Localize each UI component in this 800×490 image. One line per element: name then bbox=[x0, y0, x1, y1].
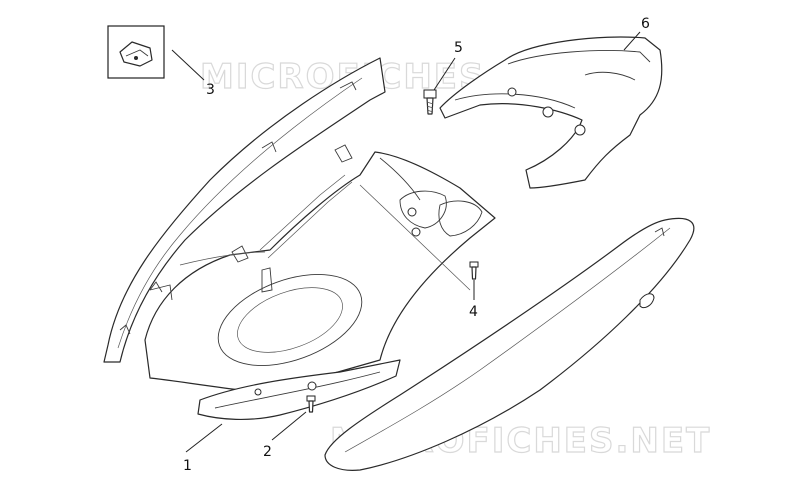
screw-part-2 bbox=[306, 395, 316, 413]
callout-6: 6 bbox=[641, 16, 650, 32]
right-side-panel bbox=[324, 217, 695, 471]
lower-fairing-part-1 bbox=[197, 359, 401, 420]
screw-part-4 bbox=[469, 261, 479, 280]
center-inner-body bbox=[144, 144, 496, 391]
callout-3: 3 bbox=[206, 82, 215, 98]
callout-4: 4 bbox=[469, 304, 478, 320]
callout-5: 5 bbox=[454, 40, 463, 56]
screw-part-5 bbox=[423, 89, 437, 115]
leader-lines bbox=[171, 31, 641, 453]
left-side-panel bbox=[103, 57, 386, 363]
callout-1: 1 bbox=[183, 458, 192, 474]
callout-2: 2 bbox=[263, 444, 272, 460]
rear-tail-part-6 bbox=[439, 36, 663, 189]
clip-part-3 bbox=[107, 25, 165, 79]
